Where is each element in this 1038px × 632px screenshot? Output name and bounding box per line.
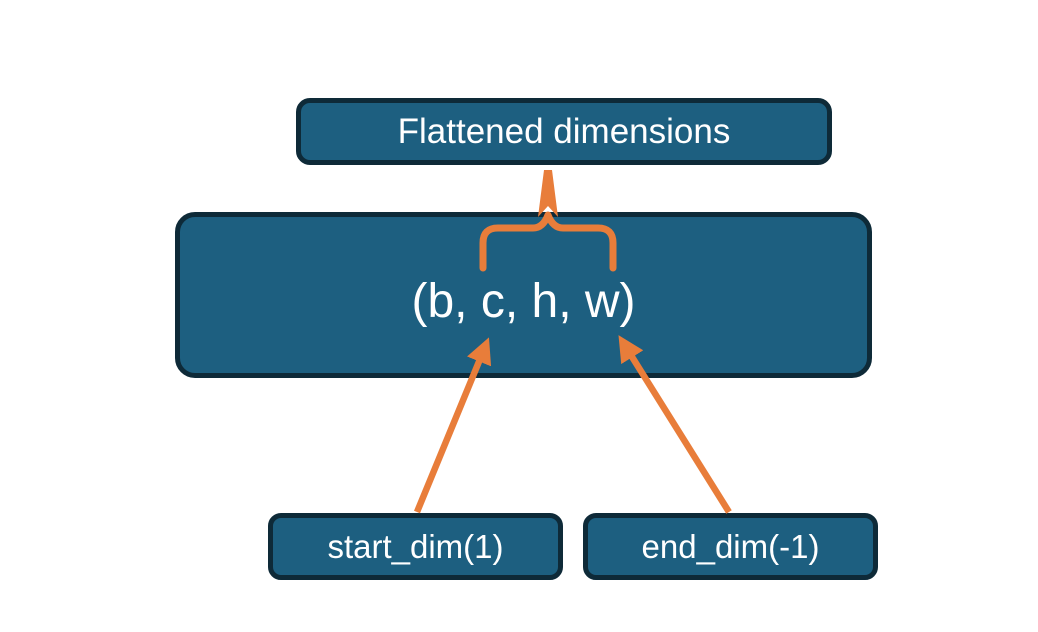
tensor-shape-node: (b, c, h, w) — [175, 212, 872, 378]
tensor-shape-label: (b, c, h, w) — [411, 275, 636, 328]
flattened-dimensions-label: Flattened dimensions — [397, 112, 731, 151]
start-dim-label: start_dim(1) — [327, 528, 504, 565]
brace-stem — [538, 170, 558, 217]
start-dim-node: start_dim(1) — [268, 513, 563, 580]
flattened-dimensions-node: Flattened dimensions — [296, 98, 832, 165]
end-dim-label: end_dim(-1) — [641, 528, 820, 565]
end-dim-node: end_dim(-1) — [583, 513, 878, 580]
